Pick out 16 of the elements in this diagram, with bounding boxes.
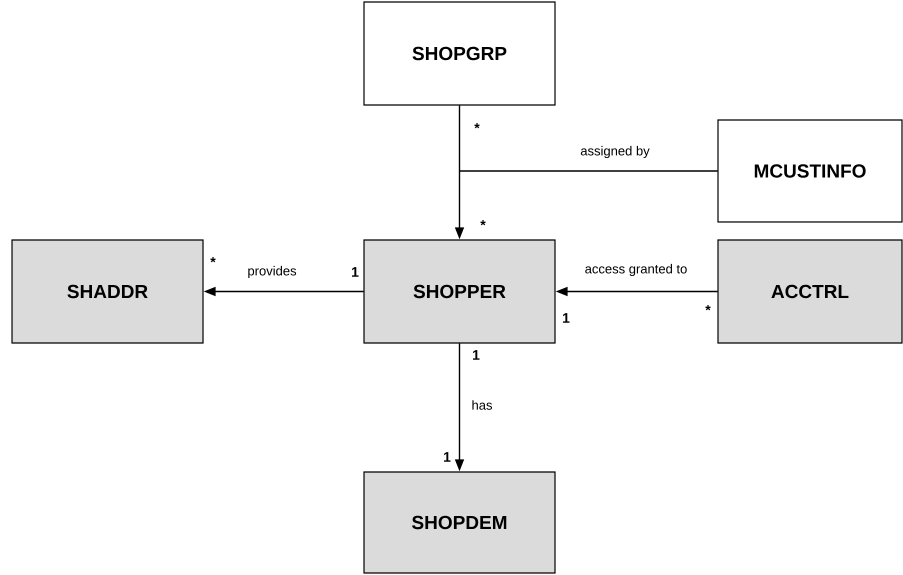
multiplicity-label: * (705, 305, 711, 310)
multiplicity-label: 1 (444, 452, 451, 462)
connector-line (460, 170, 718, 172)
shaded-entity-box: SHADDR (11, 239, 204, 344)
multiplicity-label: * (480, 220, 486, 226)
multiplicity-label: * (474, 123, 480, 128)
edge-label: has (470, 399, 494, 411)
shaded-entity-box: ACCTRL (717, 239, 903, 344)
multiplicity-label: 1 (473, 350, 480, 360)
edge-label: provides (246, 264, 298, 280)
edge-label: access granted to (584, 262, 688, 278)
edge-label: assigned by (579, 144, 651, 160)
shaded-entity-box: SHOPPER (363, 239, 556, 344)
entity-box: MCUSTINFO (717, 119, 903, 223)
entity-box: SHOPGRP (363, 1, 556, 106)
shaded-entity-box: SHOPDEM (363, 471, 556, 574)
